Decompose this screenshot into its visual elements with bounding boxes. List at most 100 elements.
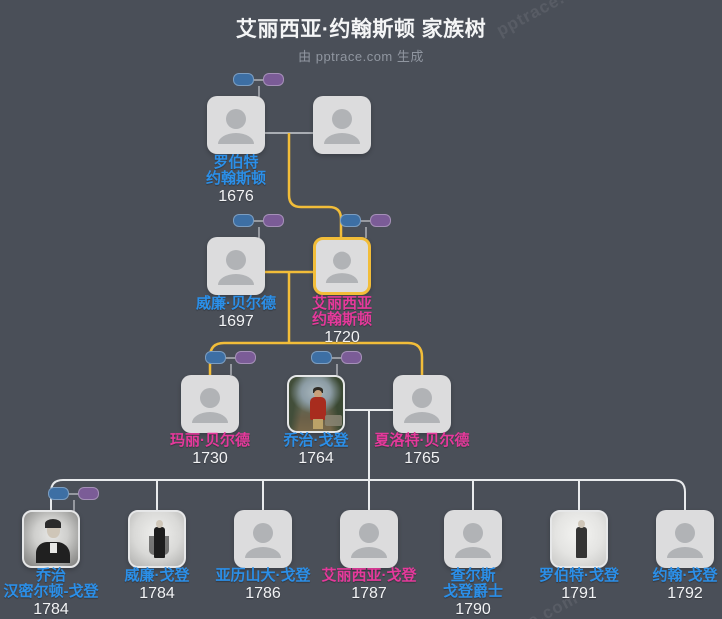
person-silhouette-icon bbox=[218, 250, 254, 285]
person-year: 1697 bbox=[218, 313, 254, 330]
person-year: 1765 bbox=[404, 450, 440, 467]
female-pill-icon bbox=[235, 351, 256, 364]
node-alicia-gordon[interactable] bbox=[340, 510, 398, 568]
portrait-detail bbox=[310, 397, 326, 420]
person-silhouette-icon bbox=[218, 109, 254, 144]
person-name: 威廉·贝尔德 bbox=[196, 295, 276, 312]
person-year: 1784 bbox=[33, 601, 69, 618]
person-silhouette-icon bbox=[192, 388, 228, 423]
person-silhouette-icon bbox=[351, 523, 387, 558]
portrait-robert-gordon bbox=[552, 512, 606, 566]
portrait-detail bbox=[325, 415, 342, 426]
generator-credit: 由 pptrace.com 生成 bbox=[298, 49, 424, 64]
male-pill-icon bbox=[233, 73, 254, 86]
portrait-george-gordon bbox=[289, 377, 343, 431]
label-alexander-gordon: 亚历山大·戈登 1786 bbox=[193, 568, 333, 603]
person-silhouette-icon bbox=[325, 251, 359, 284]
female-pill-icon bbox=[341, 351, 362, 364]
male-pill-icon bbox=[340, 214, 361, 227]
node-william-baird[interactable] bbox=[207, 237, 265, 295]
portrait-detail bbox=[314, 390, 322, 398]
male-pill-icon bbox=[311, 351, 332, 364]
portrait-george-hamilton-gordon bbox=[24, 512, 78, 566]
pill-stem-line bbox=[335, 364, 338, 375]
person-name: 约翰斯顿 bbox=[311, 311, 372, 328]
male-pill-icon bbox=[233, 214, 254, 227]
person-year: 1790 bbox=[455, 601, 491, 618]
label-charles-gordon: 查尔斯 戈登爵士 1790 bbox=[403, 568, 543, 619]
person-year: 1720 bbox=[324, 329, 360, 346]
person-name: 玛丽·贝尔德 bbox=[170, 432, 250, 449]
node-george-gordon[interactable] bbox=[287, 375, 345, 433]
pill-connector-line bbox=[226, 356, 235, 359]
person-year: 1786 bbox=[245, 585, 281, 602]
person-silhouette-icon bbox=[324, 109, 360, 144]
node-mary-baird[interactable] bbox=[181, 375, 239, 433]
label-william-gordon: 威廉·戈登 1784 bbox=[87, 568, 227, 603]
label-john-gordon: 约翰·戈登 1792 bbox=[615, 568, 722, 603]
person-name: 查尔斯 bbox=[450, 567, 496, 584]
label-robert-johnston: 罗伯特 约翰斯顿 1676 bbox=[166, 155, 306, 206]
person-name: 威廉·戈登 bbox=[124, 567, 190, 584]
lineage-path-gen1-to-focal bbox=[287, 133, 343, 239]
person-name: 汉密尔顿-戈登 bbox=[3, 583, 99, 600]
node-alexander-gordon[interactable] bbox=[234, 510, 292, 568]
label-alicia-gordon: 艾丽西亚·戈登 1787 bbox=[299, 568, 439, 603]
pill-stem-line bbox=[72, 500, 75, 511]
pill-stem-line bbox=[257, 86, 260, 97]
person-year: 1764 bbox=[298, 450, 334, 467]
person-year: 1676 bbox=[218, 188, 254, 205]
person-name: 乔治·戈登 bbox=[283, 432, 349, 449]
portrait-detail bbox=[576, 527, 587, 558]
male-pill-icon bbox=[205, 351, 226, 364]
page-title: 艾丽西亚·约翰斯顿 家族树 bbox=[235, 18, 487, 41]
label-george-hamilton-gordon: 乔治 汉密尔顿-戈登 1784 bbox=[0, 568, 121, 619]
portrait-detail bbox=[45, 519, 61, 528]
pill-stem-line bbox=[364, 227, 367, 238]
person-year: 1730 bbox=[192, 450, 228, 467]
node-robert-johnston[interactable] bbox=[207, 96, 265, 154]
couple-indicator-william-baird[interactable] bbox=[233, 214, 284, 238]
node-charlotte-baird[interactable] bbox=[393, 375, 451, 433]
pill-stem-line bbox=[229, 364, 232, 375]
couple-indicator-george-gordon[interactable] bbox=[311, 351, 362, 375]
portrait-detail bbox=[154, 527, 165, 558]
label-alicia-johnston: 艾丽西亚 约翰斯顿 1720 bbox=[272, 296, 412, 347]
couple-indicator-robert-johnston[interactable] bbox=[233, 73, 284, 97]
person-silhouette-icon bbox=[245, 523, 281, 558]
portrait-detail bbox=[156, 520, 163, 528]
pill-stem-line bbox=[257, 227, 260, 238]
person-name: 罗伯特 bbox=[213, 154, 259, 171]
node-alicia-johnston-focal[interactable] bbox=[313, 237, 371, 295]
male-pill-icon bbox=[48, 487, 69, 500]
pill-connector-line bbox=[69, 492, 78, 495]
node-george-hamilton-gordon[interactable] bbox=[22, 510, 80, 568]
person-year: 1792 bbox=[667, 585, 703, 602]
couple-indicator-mary-baird[interactable] bbox=[205, 351, 256, 375]
label-robert-gordon: 罗伯特·戈登 1791 bbox=[509, 568, 649, 603]
person-name: 艾丽西亚 bbox=[311, 295, 372, 312]
node-unknown-spouse[interactable] bbox=[313, 96, 371, 154]
person-name: 艾丽西亚·戈登 bbox=[321, 567, 417, 584]
node-robert-gordon[interactable] bbox=[550, 510, 608, 568]
couple-indicator-george-hamilton-gordon[interactable] bbox=[48, 487, 99, 511]
person-name: 亚历山大·戈登 bbox=[215, 567, 311, 584]
person-silhouette-icon bbox=[667, 523, 703, 558]
node-william-gordon[interactable] bbox=[128, 510, 186, 568]
portrait-william-gordon bbox=[130, 512, 184, 566]
pill-connector-line bbox=[361, 219, 370, 222]
couple-indicator-alicia-johnston[interactable] bbox=[340, 214, 391, 238]
node-charles-gordon[interactable] bbox=[444, 510, 502, 568]
female-pill-icon bbox=[370, 214, 391, 227]
node-john-gordon[interactable] bbox=[656, 510, 714, 568]
person-name: 约翰·戈登 bbox=[652, 567, 718, 584]
person-year: 1791 bbox=[561, 585, 597, 602]
pill-connector-line bbox=[254, 219, 263, 222]
portrait-detail bbox=[578, 520, 585, 528]
person-name: 约翰斯顿 bbox=[205, 170, 266, 187]
label-charlotte-baird: 夏洛特·贝尔德 1765 bbox=[352, 433, 492, 468]
person-name: 夏洛特·贝尔德 bbox=[374, 432, 470, 449]
label-mary-baird: 玛丽·贝尔德 1730 bbox=[140, 433, 280, 468]
person-year: 1784 bbox=[139, 585, 175, 602]
